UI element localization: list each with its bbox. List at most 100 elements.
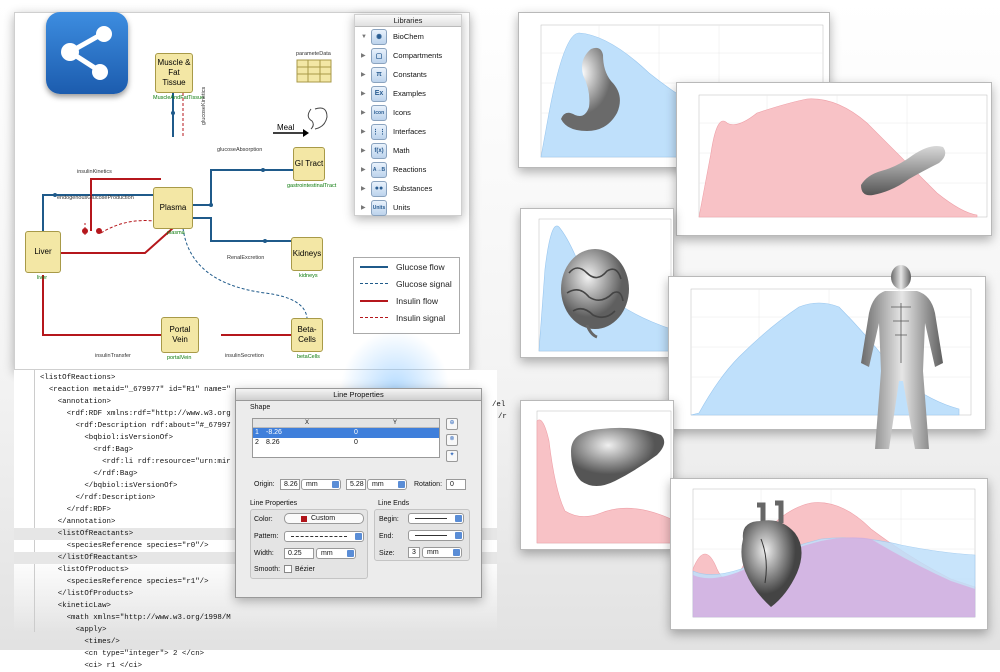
origin-label: Origin: (254, 481, 275, 488)
biochem-icon: ✺ (371, 28, 387, 45)
simulation-chart-liver (520, 400, 674, 550)
simulation-chart-pancreas (676, 82, 992, 236)
node-beta-cells[interactable]: Beta-Cells (291, 318, 323, 352)
end-select[interactable] (408, 530, 464, 541)
rotation-field[interactable]: 0 (446, 479, 466, 490)
library-item-biochem[interactable]: ▼✺BioChem (355, 27, 461, 46)
edge-glucose-signal (182, 227, 308, 319)
xml-line[interactable]: <speciesReference species="r1"/> (40, 578, 209, 586)
node-plasma[interactable]: Plasma (153, 187, 193, 229)
library-item-interfaces[interactable]: ▶⋮⋮Interfaces (355, 122, 461, 141)
library-item-compartments[interactable]: ▶▢Compartments (355, 46, 461, 65)
xml-line[interactable]: <rdf:RDF xmlns:rdf="http://www.w3.org (40, 410, 231, 418)
app-logo-icon (46, 12, 128, 94)
interfaces-icon: ⋮⋮ (371, 123, 387, 140)
size-unit-select[interactable]: mm (422, 547, 462, 558)
xml-line[interactable]: <listOfReactions> (40, 374, 116, 382)
edge-label-insulin-kinetics: insulinKinetics (77, 169, 112, 175)
xml-line[interactable]: <kineticLaw> (40, 602, 111, 610)
xml-line[interactable]: <rdf:Bag> (40, 446, 134, 454)
origin-x-field[interactable]: 8.26 (280, 479, 300, 490)
edge-insulin-liver (59, 227, 174, 254)
simulation-chart-muscle (668, 265, 986, 449)
xml-line[interactable]: </annotation> (40, 518, 116, 526)
xml-line[interactable]: </bqbiol:isVersionOf> (40, 482, 178, 490)
begin-select[interactable] (408, 513, 464, 524)
node-kidneys[interactable]: Kidneys (291, 237, 323, 271)
edge-renal-excretion (193, 217, 291, 242)
liver-icon (571, 427, 665, 486)
edge-label-glucose-kinetics: glucoseKinetics (201, 86, 207, 125)
reactions-icon: A→B (371, 161, 387, 178)
xml-line[interactable]: <reaction metaid="_679977" id="R1" name=… (40, 386, 231, 394)
xml-line[interactable]: </rdf:Description> (40, 494, 156, 502)
examples-icon: Ex (371, 85, 387, 102)
width-field[interactable]: 0.25 (284, 548, 314, 559)
color-swatch (301, 516, 307, 522)
dialog-glow (340, 330, 450, 390)
xml-line[interactable]: <math xmlns="http://www.w3.org/1998/M (40, 614, 231, 622)
node-liver[interactable]: Liver (25, 231, 61, 273)
pattern-select[interactable] (284, 531, 364, 542)
xml-line[interactable]: <listOfProducts> (40, 566, 129, 574)
xml-line[interactable]: <rdf:li rdf:resource="urn:mir (40, 458, 231, 466)
library-item-math[interactable]: ▶f(x)Math (355, 141, 461, 160)
legend-item: Insulin flow (354, 292, 459, 309)
math-icon: f(x) (371, 142, 387, 159)
pattern-label: Pattern: (254, 533, 279, 540)
xml-line[interactable]: <ci> r1 </ci> (40, 662, 143, 670)
legend-item: Insulin signal (354, 309, 459, 326)
xml-line[interactable]: <bqbiol:isVersionOf> (40, 434, 174, 442)
xml-line[interactable]: <annotation> (40, 398, 111, 406)
xml-line[interactable]: </listOfProducts> (40, 590, 134, 598)
xml-line[interactable]: <speciesReference species="r0"/> (40, 542, 209, 550)
xml-line[interactable]: <times/> (40, 638, 120, 646)
xml-line[interactable]: <rdf:Description rdf:about="#_67997 (40, 422, 231, 430)
xml-fragment: /el (492, 401, 506, 409)
edge-label-endogenous: endogenousGlucoseProduction (57, 195, 134, 201)
chart-plot (692, 488, 976, 618)
node-id-gi: gastrointestinalTract (287, 183, 337, 189)
diagram-legend: Glucose flow Glucose signal Insulin flow… (353, 257, 460, 334)
bezier-label: Bézier (295, 566, 315, 573)
add-point-button[interactable]: ⊕ (446, 418, 458, 430)
origin-y-field[interactable]: 5.28 (346, 479, 366, 490)
shape-section-label: Shape (250, 404, 271, 411)
node-gi-tract[interactable]: GI Tract (293, 147, 325, 181)
node-muscle-fat-tissue[interactable]: Muscle & Fat Tissue (155, 53, 193, 93)
move-point-button[interactable]: ⊗ (446, 434, 458, 446)
pancreas-icon (861, 146, 946, 196)
width-unit-select[interactable]: mm (316, 548, 356, 559)
delete-point-button[interactable]: ✦ (446, 450, 458, 462)
origin-y-unit-select[interactable]: mm (367, 479, 407, 490)
node-portal-vein[interactable]: Portal Vein (161, 317, 199, 353)
chart-plot (698, 94, 988, 218)
node-id-portal: portalVein (167, 355, 192, 361)
size-field[interactable]: 3 (408, 547, 420, 558)
bezier-checkbox[interactable] (284, 565, 292, 573)
smooth-label: Smooth: (254, 566, 281, 573)
node-id-plasma: plasma (167, 230, 185, 236)
stomach-icon (561, 47, 620, 131)
dialog-title: Line Properties (236, 389, 481, 401)
edge-glucose-absorption (193, 169, 293, 206)
xml-line[interactable]: </rdf:RDF> (40, 506, 111, 514)
origin-x-unit-select[interactable]: mm (301, 479, 341, 490)
node-id-muscle: MuscleAndFatTissue (153, 95, 205, 101)
xml-line[interactable]: </rdf:Bag> (40, 470, 138, 478)
xml-line[interactable]: <apply> (40, 626, 107, 634)
chart-plot (538, 218, 672, 352)
library-item-substances[interactable]: ▶●●Substances (355, 179, 461, 198)
intestine-icon (561, 249, 629, 339)
color-button[interactable]: Custom (284, 513, 364, 524)
node-id-liver: liver (37, 275, 48, 281)
